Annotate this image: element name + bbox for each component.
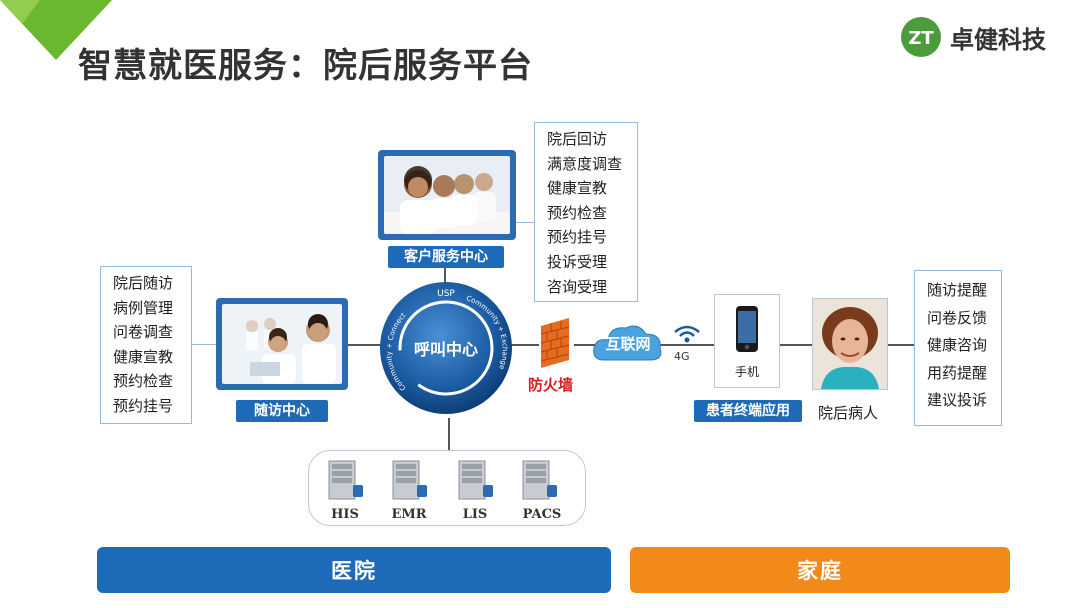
patient-terminal-label: 患者终端应用 (694, 400, 802, 422)
list-item: 建议投诉 (927, 391, 988, 410)
svg-text:ZT: ZT (908, 28, 934, 49)
server-icon (458, 460, 493, 500)
connector-line (514, 222, 534, 223)
internet-label: 互联网 (605, 335, 651, 353)
corner-decoration (0, 0, 112, 60)
connector-line (574, 344, 598, 346)
phone-icon (736, 306, 758, 352)
list-item: 健康宣教 (547, 179, 608, 198)
connector-line (448, 418, 450, 450)
hospital-bar: 医院 (97, 547, 611, 593)
customer-service-photo (378, 150, 516, 240)
hub-center-label: 呼叫中心 (414, 340, 478, 359)
hub-top-text: USP (437, 289, 455, 299)
customer-service-list: 院后回访 满意度调查 健康宣教 预约检查 预约挂号 投诉受理 咨询受理 (534, 122, 638, 302)
list-item: 预约挂号 (547, 228, 608, 247)
doctors-image (222, 304, 342, 384)
call-center-hub: USP Community + Connect Community + Exch… (380, 282, 512, 414)
connector-line (348, 344, 388, 346)
internet-cloud-icon (593, 325, 662, 361)
brand-name: 卓健科技 (950, 25, 1046, 54)
list-item: 预约检查 (547, 203, 608, 222)
wireless-signal-icon (674, 325, 700, 343)
phone-box: 手机 (714, 294, 780, 388)
connector-line (780, 344, 812, 346)
connector-line (509, 344, 539, 346)
followup-label: 随访中心 (236, 400, 328, 422)
list-item: 问卷调查 (113, 323, 174, 342)
patient-photo (812, 298, 888, 390)
followup-photo (216, 298, 348, 390)
connector-line (660, 344, 714, 346)
list-item: 用药提醒 (927, 363, 988, 382)
list-item: 预约挂号 (113, 396, 174, 415)
list-item: 预约检查 (113, 372, 174, 391)
call-agents-image (384, 156, 510, 234)
list-item: 健康咨询 (927, 336, 988, 355)
list-item: 院后回访 (547, 130, 608, 148)
connector-line (444, 262, 446, 294)
patient-label: 院后病人 (818, 404, 879, 422)
list-item: 满意度调查 (547, 154, 623, 173)
server-icon (328, 460, 363, 500)
system-label: LIS (462, 507, 488, 522)
system-label: EMR (391, 507, 427, 522)
signal-label: 4G (674, 350, 690, 363)
list-item: 投诉受理 (547, 252, 608, 271)
server-icon (392, 460, 427, 500)
list-item: 咨询受理 (547, 277, 608, 296)
firewall-label: 防火墙 (528, 376, 574, 394)
connector-line (887, 344, 915, 346)
firewall-icon (540, 318, 570, 368)
list-item: 健康宣教 (113, 347, 174, 366)
home-bar: 家庭 (630, 547, 1010, 593)
system-label: HIS (331, 507, 359, 522)
system-his: HIS (323, 459, 367, 522)
followup-list: 院后随访 病例管理 问卷调查 健康宣教 预约检查 预约挂号 (100, 266, 192, 424)
page-title: 智慧就医服务：院后服务平台 (78, 46, 533, 86)
system-lis: LIS (453, 459, 497, 522)
brand-logo-icon: ZT (901, 17, 941, 57)
patient-list: 随访提醒 问卷反馈 健康咨询 用药提醒 建议投诉 (914, 270, 1002, 426)
list-item: 问卷反馈 (927, 308, 988, 327)
hospital-systems-group: HIS EMR LIS PACS (308, 450, 586, 526)
customer-service-label: 客户服务中心 (388, 246, 504, 268)
list-item: 病例管理 (113, 298, 174, 317)
system-emr: EMR (387, 459, 431, 522)
list-item: 院后随访 (113, 274, 174, 292)
list-item: 随访提醒 (927, 281, 988, 299)
phone-label: 手机 (734, 365, 759, 379)
connector-line (192, 344, 216, 345)
server-icon (522, 460, 557, 500)
elderly-patient-image (813, 299, 887, 389)
system-label: PACS (522, 507, 562, 522)
system-pacs: PACS (517, 459, 567, 522)
brand: ZT 卓健科技 (900, 16, 1046, 58)
